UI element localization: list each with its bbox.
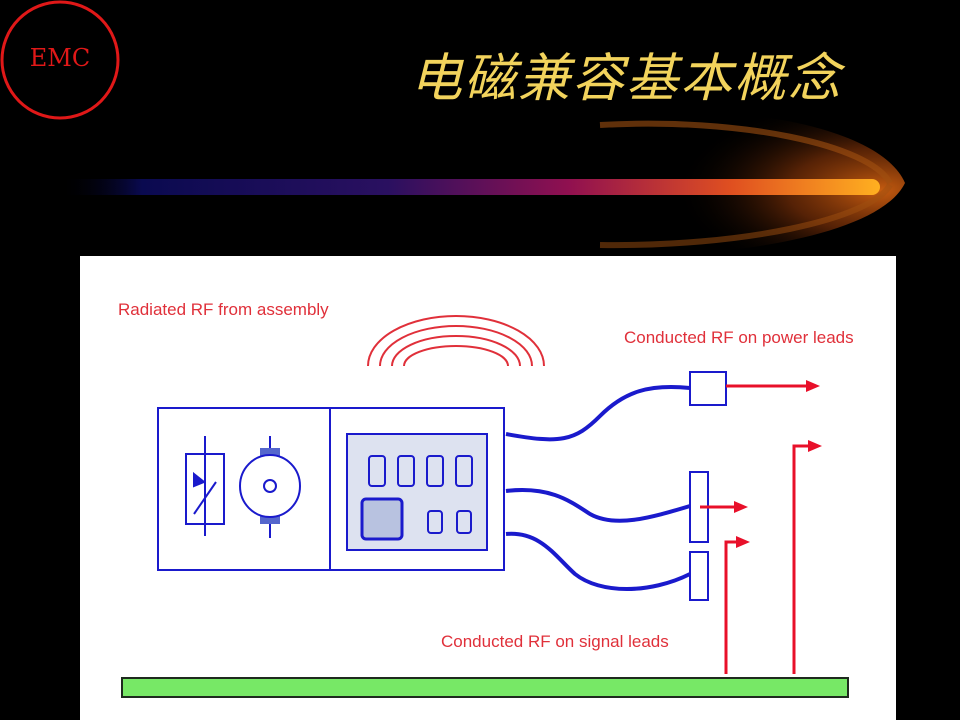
- ground-plane: [121, 677, 849, 698]
- diagram-canvas: [121, 315, 849, 698]
- switch-icon: [185, 436, 225, 536]
- lead-wires: [505, 384, 691, 591]
- motor-icon: [239, 436, 301, 538]
- radiated-rf-label: Radiated RF from assembly: [118, 300, 329, 319]
- power-leads-label: Conducted RF on power leads: [624, 328, 854, 347]
- emc-diagram: Radiated RF from assembly Conducted RF o…: [80, 256, 896, 720]
- emc-logo-circle-icon: [0, 0, 120, 120]
- ic-chip-icon: [346, 433, 488, 551]
- power-filter-box: [689, 371, 727, 406]
- conducted-rf-arrows: [700, 380, 822, 674]
- emc-logo-text: EMC: [29, 44, 91, 72]
- radiation-arcs: [367, 315, 545, 367]
- signal-filter-box-2: [689, 551, 709, 601]
- signal-leads-label: Conducted RF on signal leads: [441, 632, 669, 651]
- slide-title: 电磁兼容基本概念: [410, 49, 843, 109]
- comet-streak-decoration: [60, 110, 905, 256]
